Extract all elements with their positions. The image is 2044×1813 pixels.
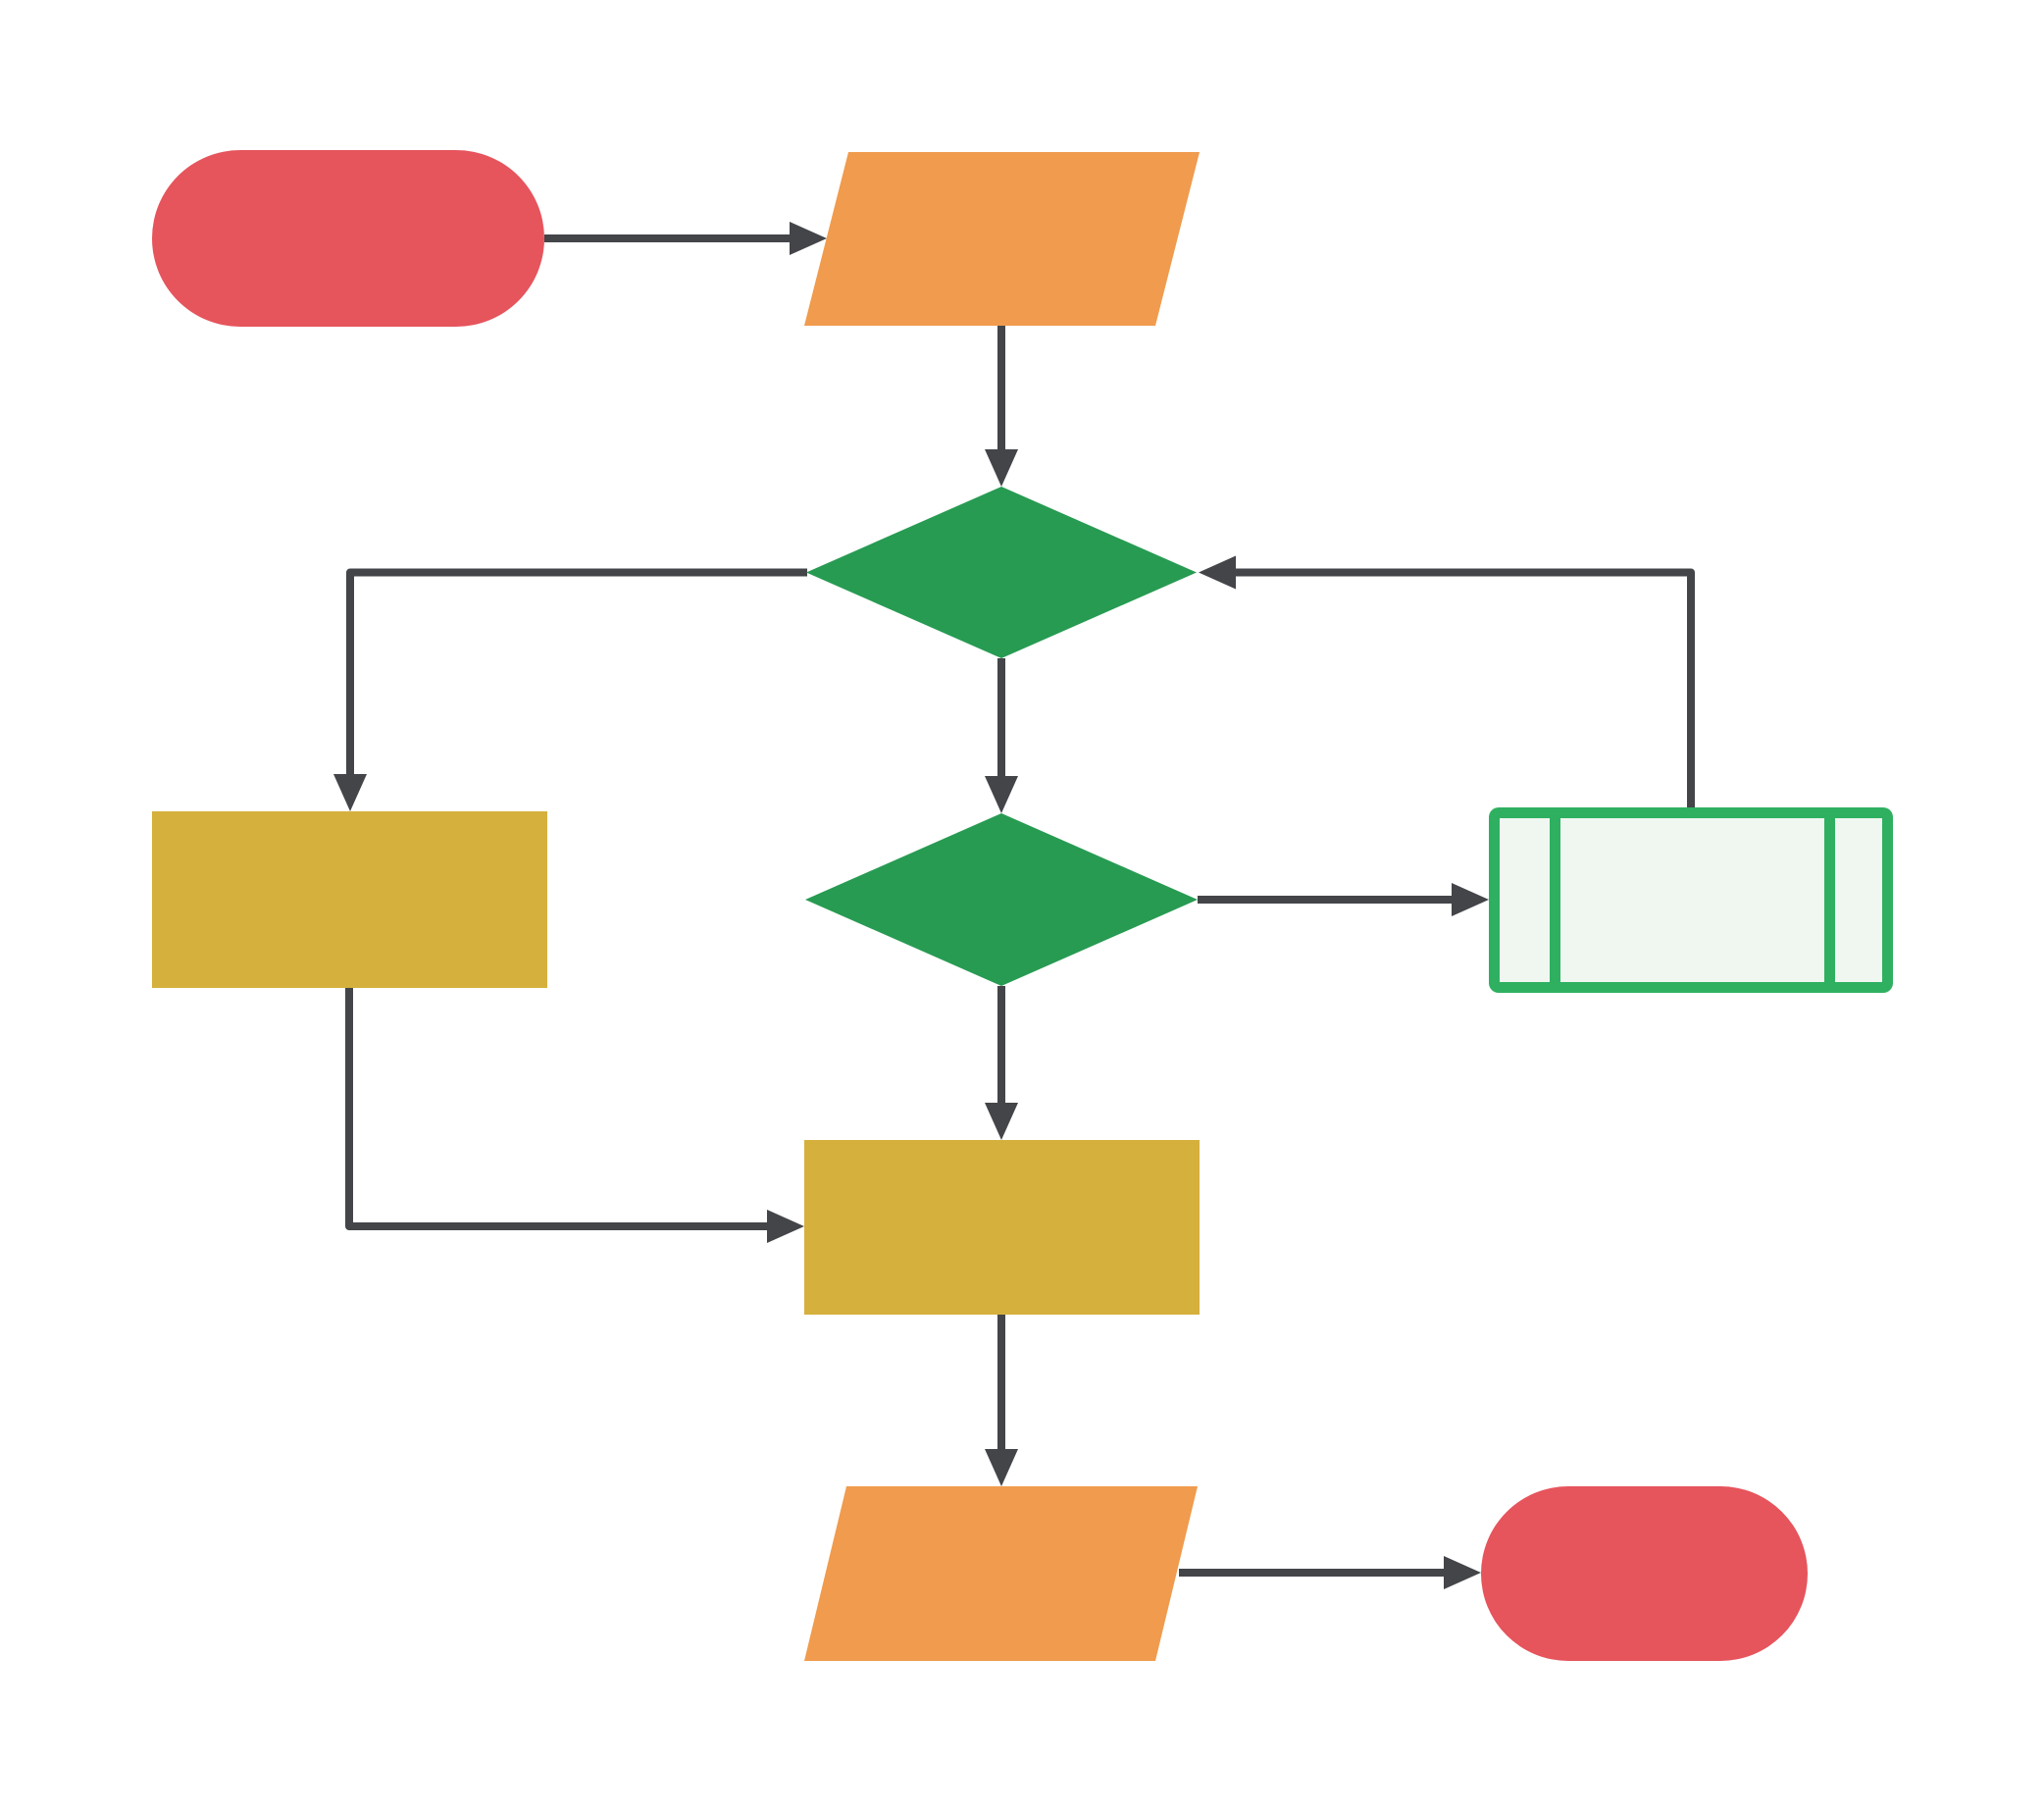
- node-predefined-process: [1489, 807, 1893, 993]
- edge-output-to-end: [1179, 1556, 1481, 1589]
- edge-line: [346, 568, 807, 777]
- nodes-layer: [152, 150, 1893, 1661]
- node-input-parallelogram: [804, 152, 1200, 326]
- edge-subroutine-to-decision-1: [1199, 555, 1695, 807]
- edge-decision-1-to-decision-2: [985, 658, 1018, 813]
- node-process-left-rect: [152, 811, 547, 988]
- node-decision-2-diamond: [805, 813, 1198, 986]
- edge-arrowhead: [333, 774, 367, 811]
- edge-arrowhead: [1199, 555, 1236, 590]
- edge-arrowhead: [985, 776, 1018, 813]
- edge-decision-2-to-process-center: [985, 986, 1018, 1140]
- edge-decision-1-to-process-left: [333, 568, 807, 811]
- edge-decision-2-to-subroutine: [1198, 883, 1489, 916]
- predefined-process-body: [1500, 818, 1882, 982]
- node-end-terminator: [1481, 1486, 1808, 1661]
- node-output-parallelogram: [804, 1486, 1198, 1661]
- edges-layer: [333, 222, 1695, 1589]
- edge-line: [345, 988, 771, 1230]
- node-decision-1-diamond: [806, 487, 1197, 658]
- edge-start-to-input: [544, 222, 827, 255]
- edge-arrowhead: [985, 449, 1018, 487]
- edge-arrowhead: [1444, 1556, 1481, 1589]
- predefined-process-right-bar: [1824, 818, 1835, 982]
- edge-input-to-decision-1: [985, 326, 1018, 487]
- edge-process-left-to-process-center: [345, 988, 804, 1243]
- predefined-process-left-bar: [1550, 818, 1560, 982]
- edge-arrowhead: [767, 1210, 804, 1243]
- node-process-center-rect: [804, 1140, 1200, 1315]
- node-start-terminator: [152, 150, 544, 327]
- edge-line: [1232, 568, 1695, 807]
- edge-process-center-to-output: [985, 1315, 1018, 1486]
- edge-arrowhead: [985, 1103, 1018, 1140]
- edge-arrowhead: [985, 1449, 1018, 1486]
- edge-arrowhead: [1452, 883, 1489, 916]
- edge-arrowhead: [790, 222, 827, 255]
